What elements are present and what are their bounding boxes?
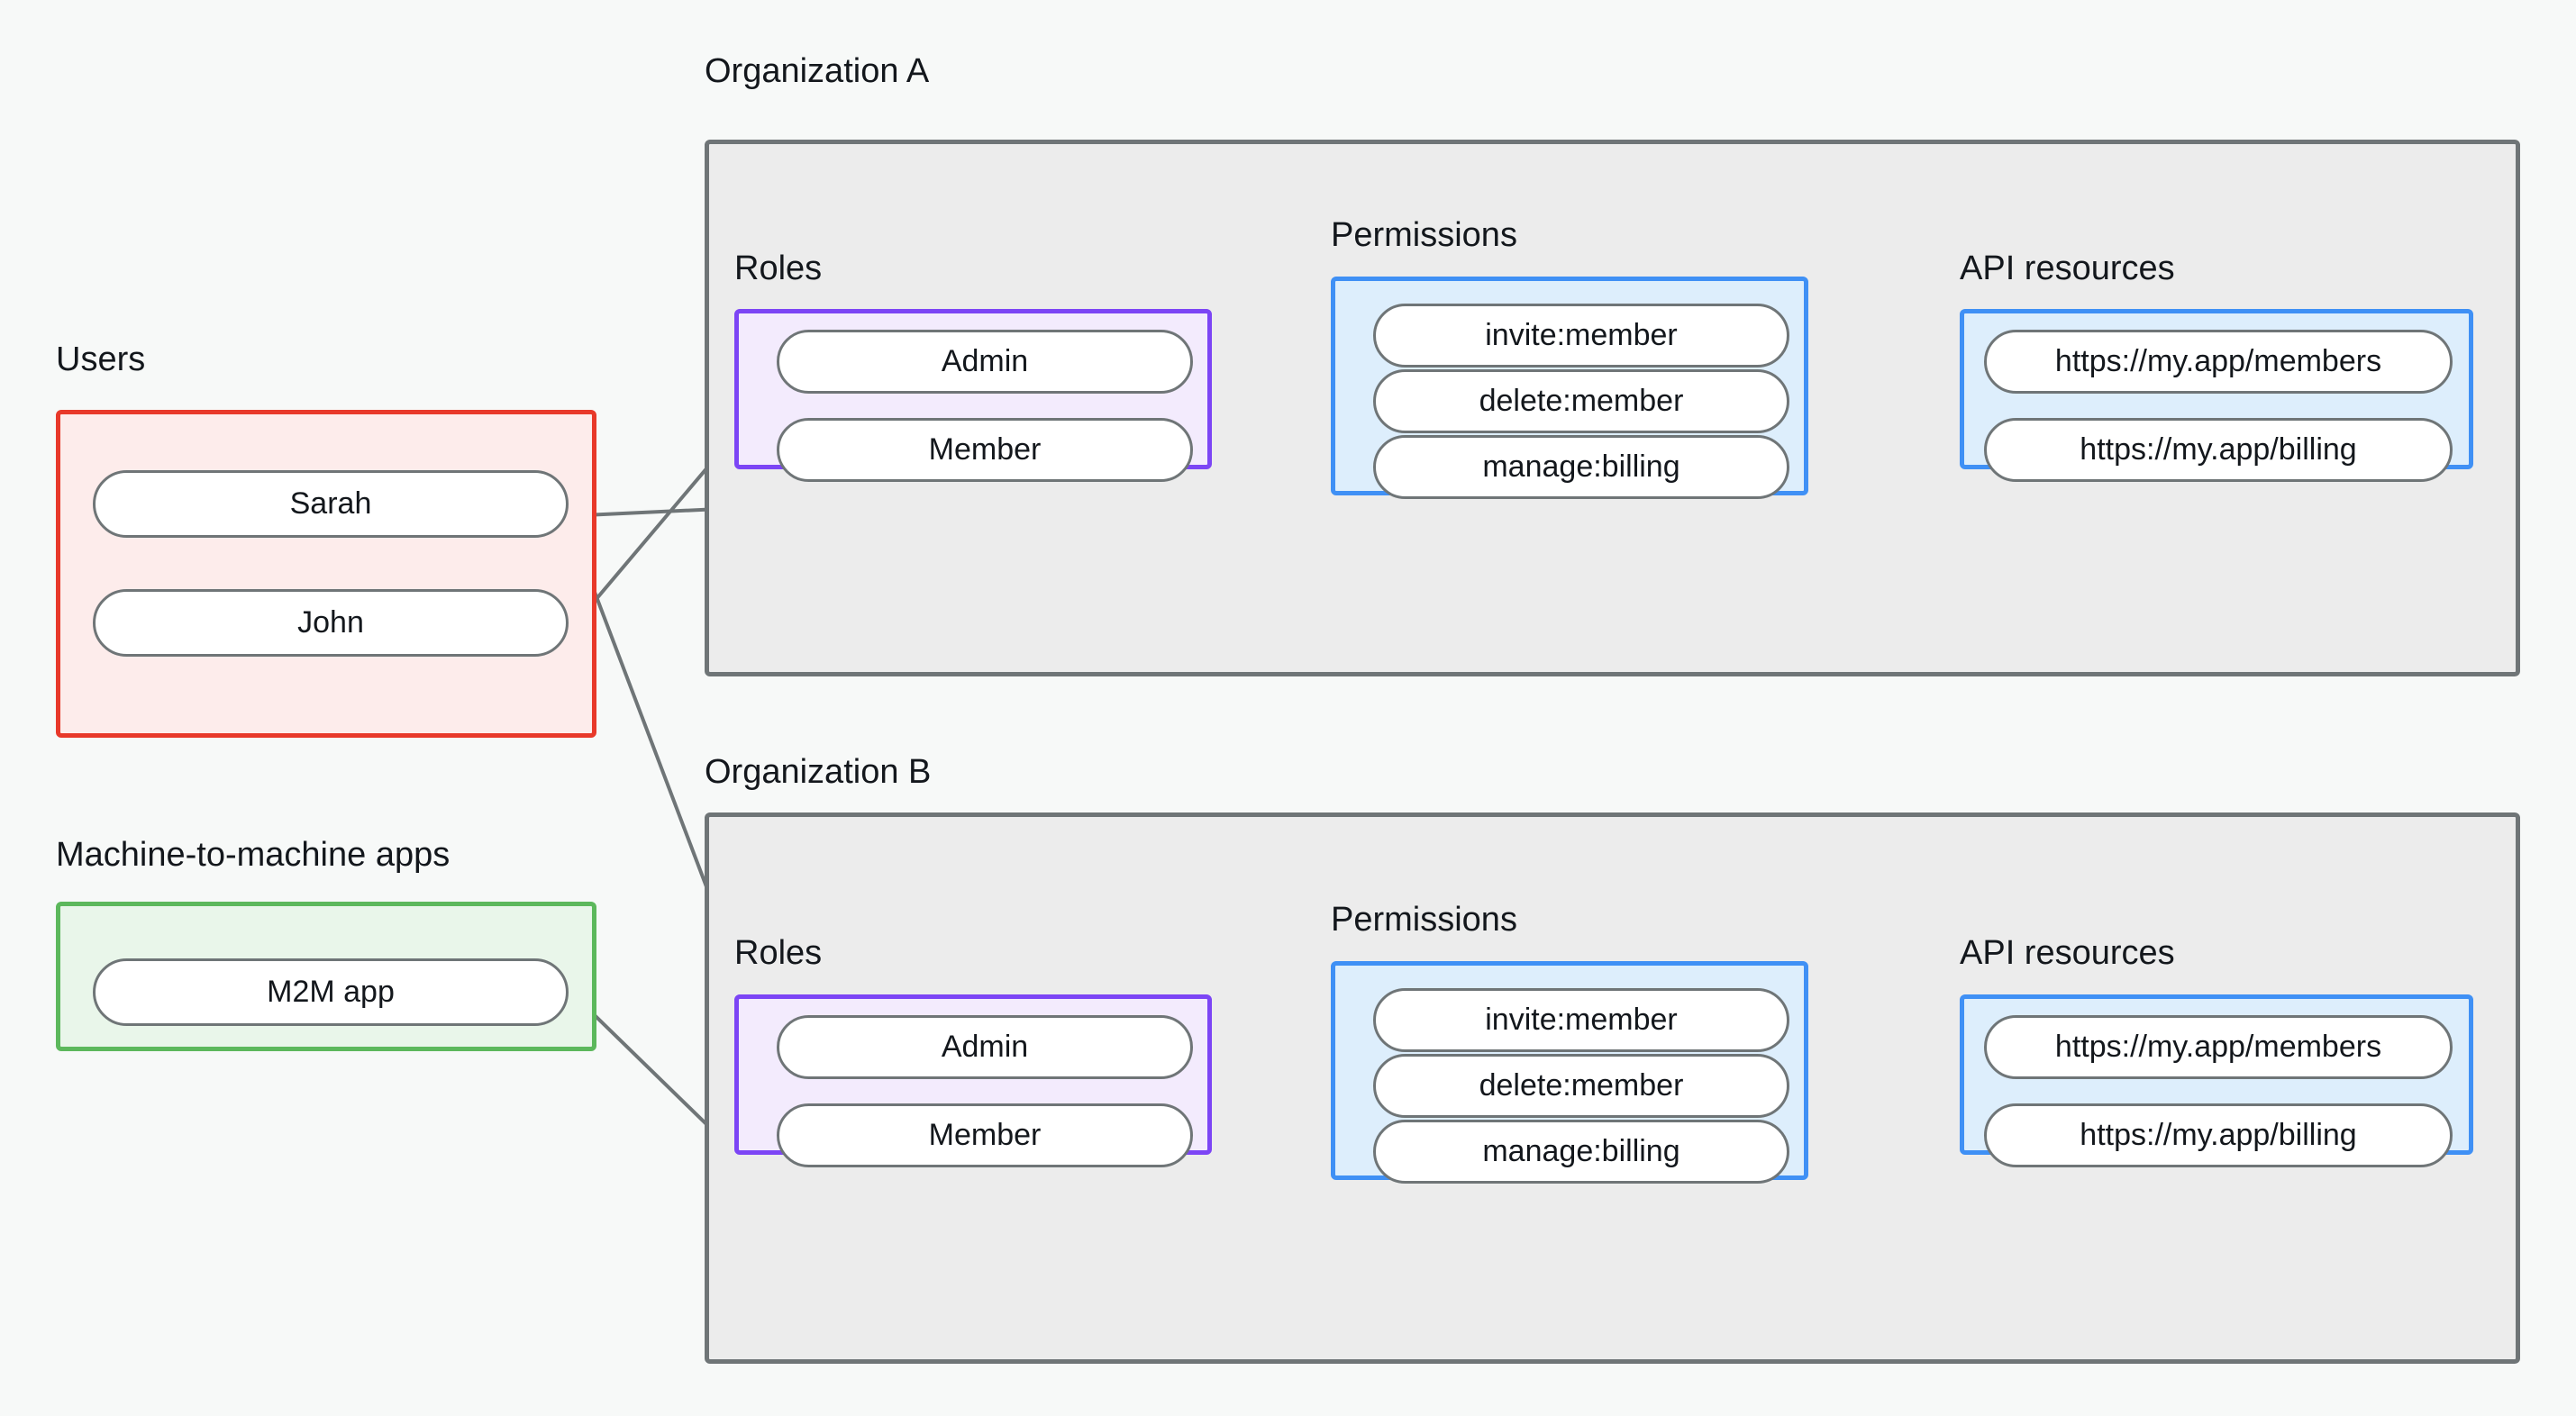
organization-a-label: Organization A <box>705 52 930 90</box>
orgB-permission-node-invite-member[interactable]: invite:member <box>1373 988 1789 1052</box>
m2m-label: Machine-to-machine apps <box>56 836 451 874</box>
orgB-permission-node-manage-billing[interactable]: manage:billing <box>1373 1120 1789 1184</box>
orgA-roles-group: Admin Member <box>734 309 1212 482</box>
organization-b-label: Organization B <box>705 753 932 791</box>
orgA-permission-node-manage-billing[interactable]: manage:billing <box>1373 435 1789 499</box>
m2m-group: M2M app <box>56 902 596 1051</box>
organization-b-group: Roles Admin Member Permissions invite:me… <box>705 812 2520 1364</box>
users-label: Users <box>56 340 146 378</box>
user-node-john[interactable]: John <box>93 589 569 657</box>
orgB-api-resources-group: https://my.app/members https://my.app/bi… <box>1960 994 2473 1167</box>
orgA-permission-node-delete-member[interactable]: delete:member <box>1373 369 1789 433</box>
orgB-permissions-group: invite:member delete:member manage:billi… <box>1331 961 1808 1184</box>
m2m-node-app[interactable]: M2M app <box>93 958 569 1026</box>
orgB-role-node-member[interactable]: Member <box>777 1103 1193 1167</box>
orgA-role-node-member[interactable]: Member <box>777 418 1193 482</box>
orgA-permissions-group: invite:member delete:member manage:billi… <box>1331 277 1808 499</box>
orgA-api-node-billing[interactable]: https://my.app/billing <box>1984 418 2453 482</box>
orgA-api-resources-group: https://my.app/members https://my.app/bi… <box>1960 309 2473 482</box>
orgA-api-node-members[interactable]: https://my.app/members <box>1984 330 2453 394</box>
orgA-permissions-label: Permissions <box>1331 216 1517 254</box>
organization-a-group: Roles Admin Member Permissions invite:me… <box>705 140 2520 676</box>
orgB-permissions-label: Permissions <box>1331 901 1517 939</box>
orgA-role-node-admin[interactable]: Admin <box>777 330 1193 394</box>
orgB-api-node-billing[interactable]: https://my.app/billing <box>1984 1103 2453 1167</box>
orgB-api-resources-label: API resources <box>1960 934 2175 972</box>
orgA-api-resources-label: API resources <box>1960 250 2175 287</box>
orgB-role-node-admin[interactable]: Admin <box>777 1015 1193 1079</box>
orgB-roles-group: Admin Member <box>734 994 1212 1167</box>
user-node-sarah[interactable]: Sarah <box>93 470 569 538</box>
orgB-roles-label: Roles <box>734 934 823 972</box>
orgB-permission-node-delete-member[interactable]: delete:member <box>1373 1054 1789 1118</box>
users-group: Sarah John <box>56 410 596 738</box>
orgB-api-node-members[interactable]: https://my.app/members <box>1984 1015 2453 1079</box>
orgA-roles-label: Roles <box>734 250 823 287</box>
orgA-permission-node-invite-member[interactable]: invite:member <box>1373 304 1789 368</box>
